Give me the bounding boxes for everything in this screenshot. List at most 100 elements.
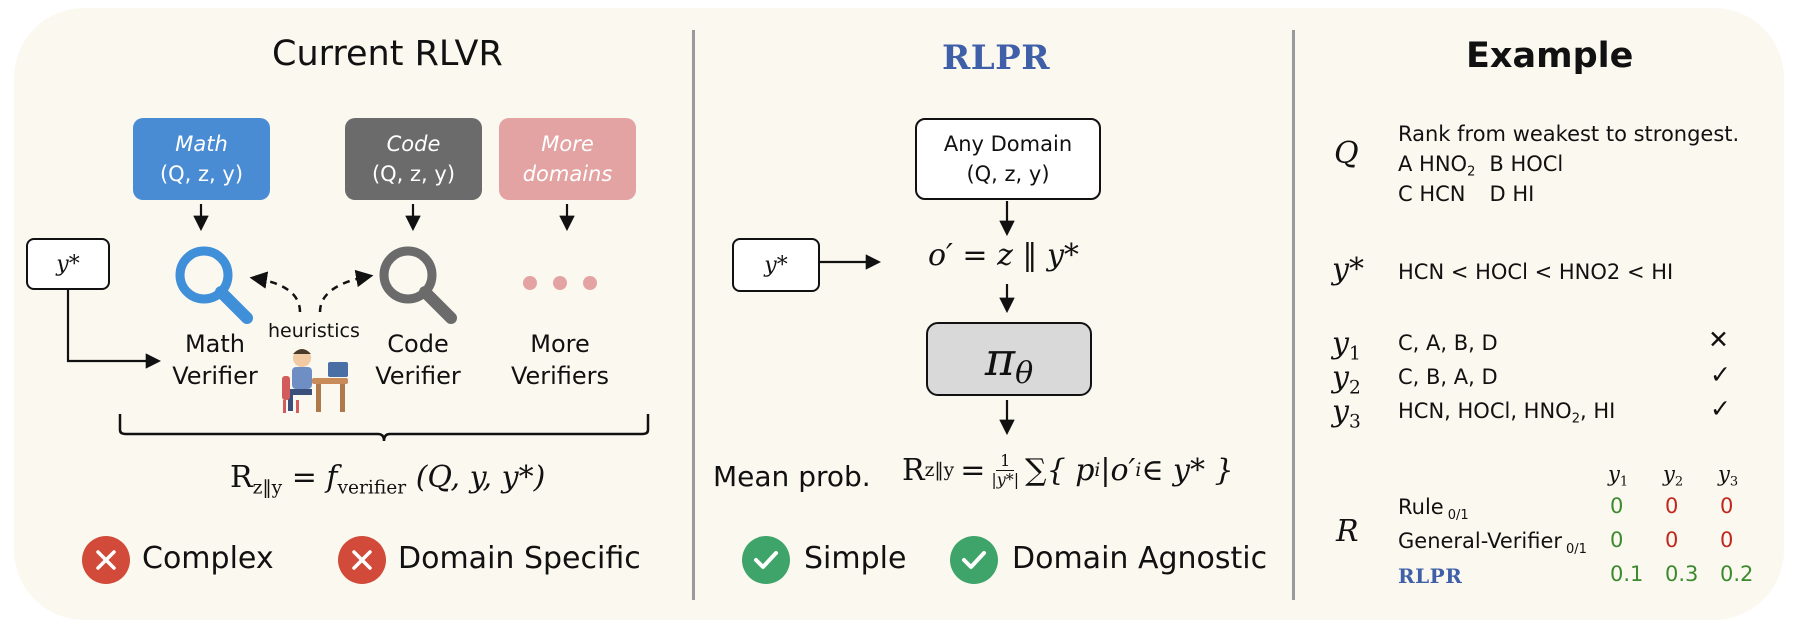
math-domain-name: Math bbox=[175, 132, 228, 156]
right-title: Example bbox=[1466, 36, 1634, 76]
gv-name: General-Verifier bbox=[1398, 529, 1563, 553]
divider-left bbox=[692, 30, 695, 600]
more-verifiers-label: More Verifiers bbox=[495, 328, 625, 392]
heuristic-arrow-right bbox=[318, 269, 374, 313]
more-domains-box: More domains bbox=[499, 118, 636, 200]
middle-ystar-label: y* bbox=[764, 252, 788, 278]
m-formula-rest: |o′ bbox=[1100, 453, 1136, 488]
code-verifier-line1: Code bbox=[387, 330, 449, 358]
y2-check-icon: ✓ bbox=[1710, 360, 1731, 389]
more-domains-name: More domains bbox=[522, 132, 613, 186]
middle-title: RLPR bbox=[942, 38, 1050, 78]
ystar-label: y* bbox=[1332, 252, 1364, 287]
m-formula-num: 1 bbox=[996, 452, 1015, 471]
simple-check-icon bbox=[742, 536, 790, 584]
code-domain-name: Code bbox=[386, 132, 441, 156]
formula-args: (Q, y, y*) bbox=[406, 460, 546, 495]
left-ystar-box: y* bbox=[26, 238, 110, 290]
m-formula-tail: ∈ y* } bbox=[1141, 453, 1234, 488]
m-formula-den: |y*| bbox=[991, 470, 1020, 489]
ellipsis-icon bbox=[523, 276, 597, 290]
q-opt-b: B HOCl bbox=[1489, 152, 1564, 176]
q-opt-a: A HNO bbox=[1398, 152, 1468, 176]
y3-check-icon: ✓ bbox=[1710, 394, 1731, 423]
m-formula-r-sub: z‖y bbox=[924, 460, 955, 481]
q-label: Q bbox=[1334, 136, 1359, 171]
rlpr-value-y1: 0.1 bbox=[1610, 562, 1644, 586]
y2-label: y2 bbox=[1332, 360, 1361, 399]
ch2-s: 2 bbox=[1674, 474, 1684, 490]
y3-text-sub: 2 bbox=[1571, 411, 1580, 427]
rule-name: Rule bbox=[1398, 495, 1444, 519]
ch1-s: 1 bbox=[1619, 474, 1629, 490]
any-domain-box: Any Domain (Q, z, y) bbox=[915, 118, 1101, 200]
code-magnifier-icon bbox=[379, 246, 457, 324]
rule-value-y1: 0 bbox=[1610, 494, 1624, 518]
code-verifier-line2: Verifier bbox=[375, 362, 461, 390]
row-rlpr-label: RLPR bbox=[1398, 564, 1463, 588]
rlpr-value-y3: 0.2 bbox=[1720, 562, 1754, 586]
y2-sub: 2 bbox=[1348, 377, 1361, 399]
brace bbox=[118, 414, 650, 442]
gv-value-y3: 0 bbox=[1720, 528, 1734, 552]
m-formula-sum: ∑{ p bbox=[1025, 453, 1095, 488]
middle-panel-graphics bbox=[820, 201, 1015, 436]
y3-text: HCN, HOCl, HNO2, HI bbox=[1398, 396, 1615, 435]
rule-value-y3: 0 bbox=[1720, 494, 1734, 518]
more-verifiers-line1: More bbox=[530, 330, 590, 358]
code-domain-box: Code (Q, z, y) bbox=[345, 118, 482, 200]
domain-agnostic-check-icon bbox=[950, 536, 998, 584]
simple-label: Simple bbox=[804, 541, 907, 576]
code-verifier-label: Code Verifier bbox=[353, 328, 483, 392]
any-domain-line2: (Q, z, y) bbox=[966, 162, 1050, 186]
policy-sub: θ bbox=[1015, 355, 1034, 391]
formula-f: f bbox=[326, 460, 338, 495]
y1-cross-icon: ✕ bbox=[1708, 325, 1729, 354]
math-verifier-line1: Math bbox=[184, 330, 246, 358]
ch3-s: 3 bbox=[1729, 474, 1739, 490]
middle-ystar-box: y* bbox=[732, 238, 820, 292]
math-verifier-line2: Verifier bbox=[172, 362, 258, 390]
r-label: R bbox=[1336, 514, 1359, 549]
col-header-y3: y3 bbox=[1718, 462, 1738, 490]
y1-sub: 1 bbox=[1348, 343, 1361, 365]
complex-cross-icon bbox=[82, 536, 130, 584]
y1-text: C, A, B, D bbox=[1398, 331, 1498, 355]
col-header-y1: y1 bbox=[1608, 462, 1628, 490]
formula-r: R bbox=[230, 460, 253, 495]
ch3-l: y bbox=[1718, 462, 1730, 486]
ch1-l: y bbox=[1608, 462, 1620, 486]
rule-value-y2: 0 bbox=[1665, 494, 1679, 518]
divider-right bbox=[1292, 30, 1295, 600]
person-at-desk-icon bbox=[282, 349, 348, 413]
math-domain-args: (Q, z, y) bbox=[159, 162, 244, 186]
policy-symbol: π bbox=[984, 332, 1016, 386]
rlpr-value-y2: 0.3 bbox=[1665, 562, 1699, 586]
y1-letter: y bbox=[1332, 326, 1349, 361]
any-domain-line1: Any Domain bbox=[943, 132, 1073, 156]
math-domain-box: Math (Q, z, y) bbox=[133, 118, 270, 200]
m-formula-r: R bbox=[902, 453, 925, 488]
q-opt-c: C HCN bbox=[1398, 182, 1466, 206]
left-title: Current RLVR bbox=[272, 34, 503, 74]
y3-letter: y bbox=[1332, 394, 1349, 429]
formula-f-sub: verifier bbox=[337, 477, 407, 499]
formula-eq: = bbox=[282, 460, 327, 495]
math-verifier-label: Math Verifier bbox=[150, 328, 280, 392]
domain-specific-cross-icon bbox=[338, 536, 386, 584]
m-formula-sum-sub: i bbox=[1094, 460, 1101, 481]
code-domain-args: (Q, z, y) bbox=[371, 162, 456, 186]
complex-label: Complex bbox=[142, 541, 274, 576]
left-panel-graphics bbox=[66, 204, 650, 442]
more-verifiers-line2: Verifiers bbox=[510, 362, 610, 390]
figure-background bbox=[14, 8, 1784, 620]
heuristics-label: heuristics bbox=[268, 320, 360, 342]
mean-prob-label: Mean prob. bbox=[713, 460, 871, 493]
m-formula-eq: = bbox=[960, 453, 986, 488]
